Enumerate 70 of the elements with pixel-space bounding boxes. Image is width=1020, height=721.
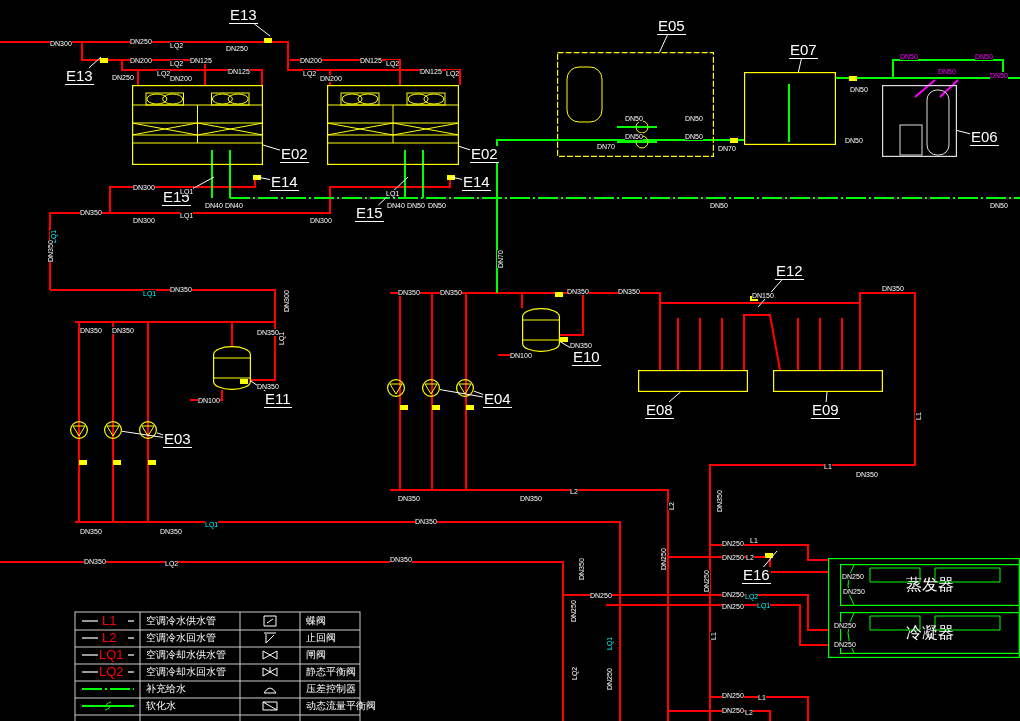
leader-line <box>190 176 215 191</box>
pump-symbol <box>422 379 440 397</box>
legend-text: 动态流量平衡阀 <box>306 700 376 712</box>
leader-line <box>156 432 164 436</box>
water-softener <box>882 85 957 157</box>
leader-line <box>458 145 471 151</box>
leader-line <box>797 58 802 73</box>
equipment-tag: E06 <box>970 129 999 146</box>
legend-text: 空调冷却水回水管 <box>146 666 226 678</box>
legend-text: 止回阀 <box>306 632 336 644</box>
equipment-tag: E05 <box>657 18 686 35</box>
water-header <box>773 370 883 392</box>
water-header <box>638 370 748 392</box>
equipment-tag: E10 <box>572 349 601 366</box>
leader-line <box>825 391 828 403</box>
leader-line <box>450 176 463 180</box>
leader-line <box>757 279 783 308</box>
legend-text: 补充给水 <box>146 683 186 695</box>
leader-line <box>763 550 778 568</box>
pump-symbol <box>139 421 157 439</box>
leader-line <box>668 391 681 403</box>
equipment-tag: E04 <box>483 391 512 408</box>
pump-symbol <box>104 421 122 439</box>
pump-symbol <box>456 379 474 397</box>
line-code: LQ1 <box>99 648 124 662</box>
equipment-tag: E16 <box>742 567 771 584</box>
leader-line <box>559 341 573 350</box>
equipment-tag: E13 <box>65 68 94 85</box>
legend-text: 闸阀 <box>306 649 326 661</box>
equipment-tag: E08 <box>645 402 674 419</box>
pump-package-box <box>557 52 714 157</box>
pump-symbol <box>70 421 88 439</box>
leader-line <box>473 390 484 395</box>
legend-text: 蝶阀 <box>306 615 326 627</box>
chiller-unit <box>828 558 1020 658</box>
legend-text: 静态平衡阀 <box>306 666 356 678</box>
leader-line <box>439 389 484 398</box>
legend-text: 软化水 <box>146 700 176 712</box>
equipment-tag: E14 <box>462 174 491 191</box>
pressure-vessel <box>522 308 560 352</box>
line-code: LQ2 <box>99 665 124 679</box>
water-tank <box>744 72 836 145</box>
leader-line <box>256 176 271 181</box>
leader-line <box>659 34 668 53</box>
equipment-tag: E14 <box>270 174 299 191</box>
equipment-tag: E12 <box>775 263 804 280</box>
line-code: L1 <box>102 614 117 628</box>
equipment-tag: E15 <box>355 205 384 222</box>
leader-line <box>377 176 409 206</box>
equipment-tag: E03 <box>163 431 192 448</box>
leader-line <box>956 130 971 135</box>
pressure-vessel <box>213 346 251 390</box>
leader-line <box>88 56 102 69</box>
legend-text: 空调冷水回水管 <box>146 632 216 644</box>
leader-line <box>262 144 281 151</box>
equipment-tag: E07 <box>789 42 818 59</box>
cooling-tower <box>132 85 263 165</box>
equipment-tag: E02 <box>470 146 499 163</box>
legend-text: 压差控制器 <box>306 683 356 695</box>
equipment-tag: E02 <box>280 146 309 163</box>
equipment-tag: E11 <box>264 391 292 408</box>
equipment-tag: E09 <box>811 402 840 419</box>
equipment-tag: E13 <box>229 7 258 24</box>
cooling-tower <box>327 85 459 165</box>
legend-text: 空调冷水供水管 <box>146 615 216 627</box>
leader-line <box>121 430 164 438</box>
legend-text: 空调冷却水供水管 <box>146 649 226 661</box>
leader-line <box>253 23 271 37</box>
line-code: L2 <box>102 631 117 645</box>
pump-symbol <box>387 379 405 397</box>
